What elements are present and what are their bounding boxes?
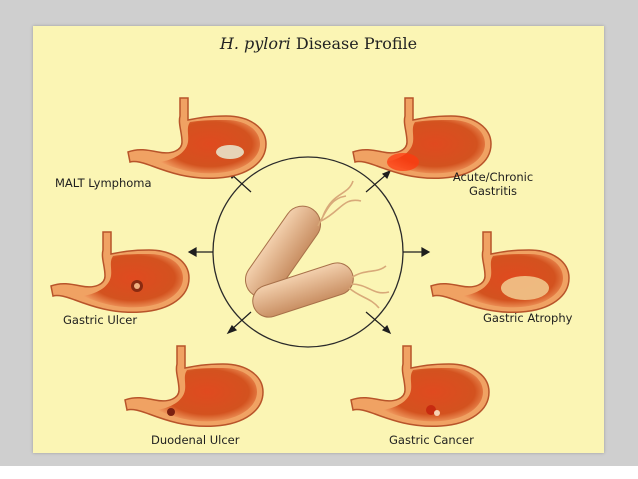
stomach-duodenal-ulcer [124, 345, 264, 428]
arrows [187, 169, 431, 335]
h-pylori-bacterium-2 [252, 262, 390, 318]
stomach-gastric-atrophy [430, 231, 570, 314]
label-gastric-cancer: Gastric Cancer [389, 433, 474, 447]
bottom-strip [0, 466, 638, 479]
title-organism: H. pylori [219, 34, 291, 53]
label-gastric-ulcer: Gastric Ulcer [63, 313, 138, 327]
disease-profile-diagram [50, 97, 570, 428]
diagram-title: H. pylori Disease Profile [33, 34, 604, 53]
title-rest: Disease Profile [290, 34, 418, 53]
label-gastric-atrophy: Gastric Atrophy [483, 311, 573, 325]
stomach-gastric-cancer [350, 345, 490, 428]
label-malt-lymphoma: MALT Lymphoma [55, 176, 152, 190]
stomach-gastric-ulcer [50, 231, 190, 314]
h-pylori-bacterium-1 [244, 180, 362, 299]
diagram-panel: H. pylori Disease Profile [33, 26, 604, 453]
stomach-malt-lymphoma [127, 97, 267, 180]
stomach-gastritis [352, 97, 492, 180]
label-gastritis: Acute/Chronic Gastritis [443, 170, 543, 198]
label-gastritis-line2: Gastritis [468, 184, 518, 198]
label-gastritis-line1: Acute/Chronic [452, 170, 534, 184]
label-duodenal-ulcer: Duodenal Ulcer [151, 433, 240, 447]
